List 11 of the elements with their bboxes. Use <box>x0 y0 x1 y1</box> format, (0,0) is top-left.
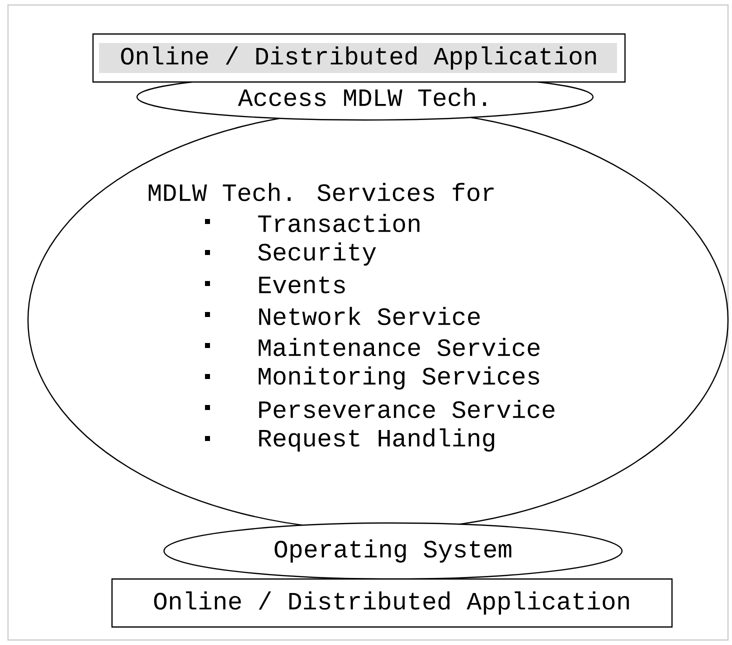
node-label: Request Handling <box>259 428 494 452</box>
node-label: Network Service <box>259 306 480 326</box>
node-label: Security <box>258 242 376 266</box>
node-label: Events <box>259 276 345 294</box>
node-label: Perseverance Service <box>259 400 554 418</box>
application-box: Online / Distributed Application <box>92 33 626 83</box>
node-label: Monitoring Services <box>258 366 540 390</box>
application-box: Online / Distributed Application <box>111 578 673 628</box>
node-label: Transaction <box>258 214 420 232</box>
node-label: MDLW Tech. Services for <box>148 182 494 202</box>
node-label: Maintenance Service <box>258 338 540 356</box>
